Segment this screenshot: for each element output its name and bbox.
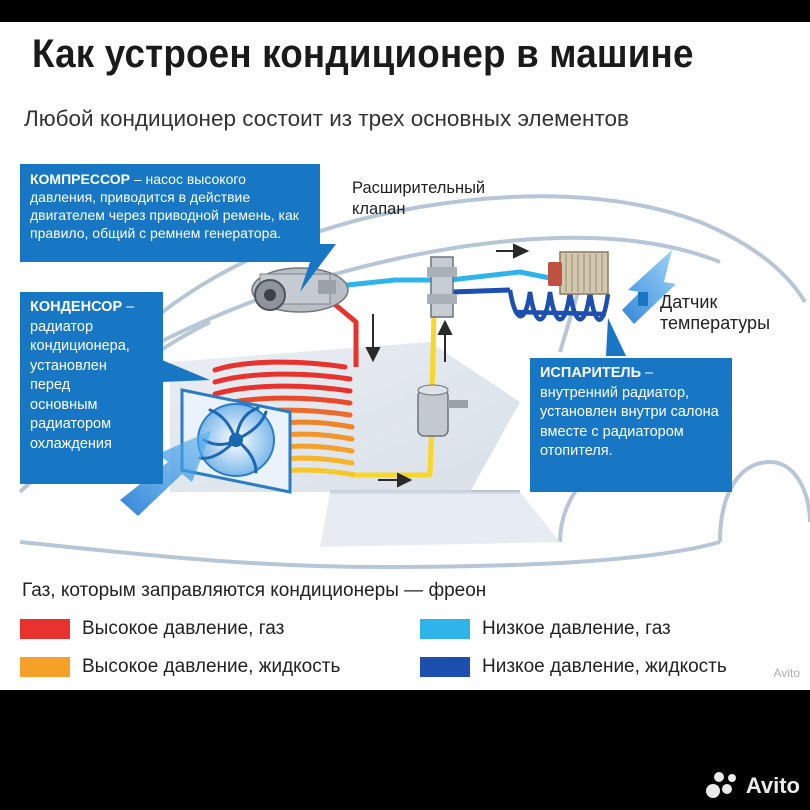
- condenser-line-5: основным: [30, 396, 98, 413]
- legend-label-low-liquid: Низкое давление, жидкость: [482, 656, 727, 677]
- condenser-line-6: радиатором: [30, 416, 112, 432]
- temp-sensor-marker: [638, 292, 648, 306]
- legend-item-low-liquid: Низкое давление, жидкость: [420, 656, 727, 678]
- condenser-heading: КОНДЕНСОР: [30, 299, 123, 315]
- expansion-valve-line2: клапан: [352, 200, 406, 218]
- condenser-line-7: охлаждения: [30, 435, 112, 452]
- temp-sensor-label: Датчик температуры: [660, 292, 770, 334]
- temp-sensor-line1: Датчик: [660, 292, 718, 312]
- compressor-text: – насос высокого давления, приводится в …: [30, 171, 299, 241]
- expansion-valve-part: [427, 256, 457, 318]
- compressor-callout: КОМПРЕССОР – насос высокого давления, пр…: [20, 164, 320, 262]
- legend-item-high-liquid: Высокое давление, жидкость: [20, 656, 340, 678]
- expansion-valve-line1: Расширительный: [352, 179, 486, 197]
- compressor-heading: КОМПРЕССОР: [30, 171, 130, 187]
- condenser-line-2: кондиционера,: [30, 338, 130, 354]
- receiver-dryer-part: [417, 384, 468, 437]
- page-title: Как устроен кондиционер в машине: [32, 32, 694, 76]
- legend-swatch-low-gas: [420, 619, 470, 639]
- avito-logo-icon: [705, 772, 740, 800]
- legend-label-high-gas: Высокое давление, газ: [82, 618, 285, 639]
- legend-label-low-gas: Низкое давление, газ: [482, 618, 671, 639]
- legend-item-low-gas: Низкое давление, газ: [420, 618, 671, 640]
- condenser-line-4: перед: [30, 377, 71, 393]
- avito-watermark: Avito: [705, 772, 800, 800]
- evaporator-block: [548, 251, 609, 295]
- intake-airflow-arrow: [120, 430, 212, 516]
- page-subtitle: Любой кондиционер состоит из трех основн…: [24, 106, 630, 131]
- evaporator-heading: ИСПАРИТЕЛЬ: [540, 365, 642, 381]
- diagram-canvas: Как устроен кондиционер в машине Любой к…: [0, 22, 810, 690]
- condenser-line-3: установлен: [30, 357, 107, 374]
- legend-title: Газ, которым заправляются кондиционеры —…: [22, 580, 487, 601]
- evaporator-callout: ИСПАРИТЕЛЬ – внутренний радиатор, устано…: [530, 358, 732, 492]
- temp-sensor-line2: температуры: [660, 313, 771, 333]
- evaporator-text: – внутренний радиатор, установлен внутри…: [540, 365, 719, 459]
- legend-item-high-gas: Высокое давление, газ: [20, 618, 284, 640]
- legend-swatch-low-liquid: [420, 657, 470, 677]
- avito-watermark-text: Avito: [745, 773, 800, 798]
- evaporator-airflow-arrow: [622, 250, 676, 324]
- condenser-line-0: –: [126, 299, 135, 315]
- legend-swatch-high-liquid: [20, 657, 70, 677]
- evaporator-coil: [507, 289, 611, 322]
- expansion-valve-label: Расширительный клапан: [352, 178, 485, 220]
- legend-swatch-high-gas: [20, 619, 70, 639]
- condenser-line-1: радиатор: [30, 318, 94, 335]
- compressor-unit: [251, 267, 349, 313]
- legend-label-high-liquid: Высокое давление, жидкость: [82, 656, 341, 677]
- avito-small-watermark: Avito: [773, 666, 800, 680]
- callout-connectors: [162, 244, 626, 382]
- flow-arrows: [365, 243, 530, 488]
- condenser-callout: КОНДЕНСОР – радиатор кондиционера, устан…: [20, 292, 163, 484]
